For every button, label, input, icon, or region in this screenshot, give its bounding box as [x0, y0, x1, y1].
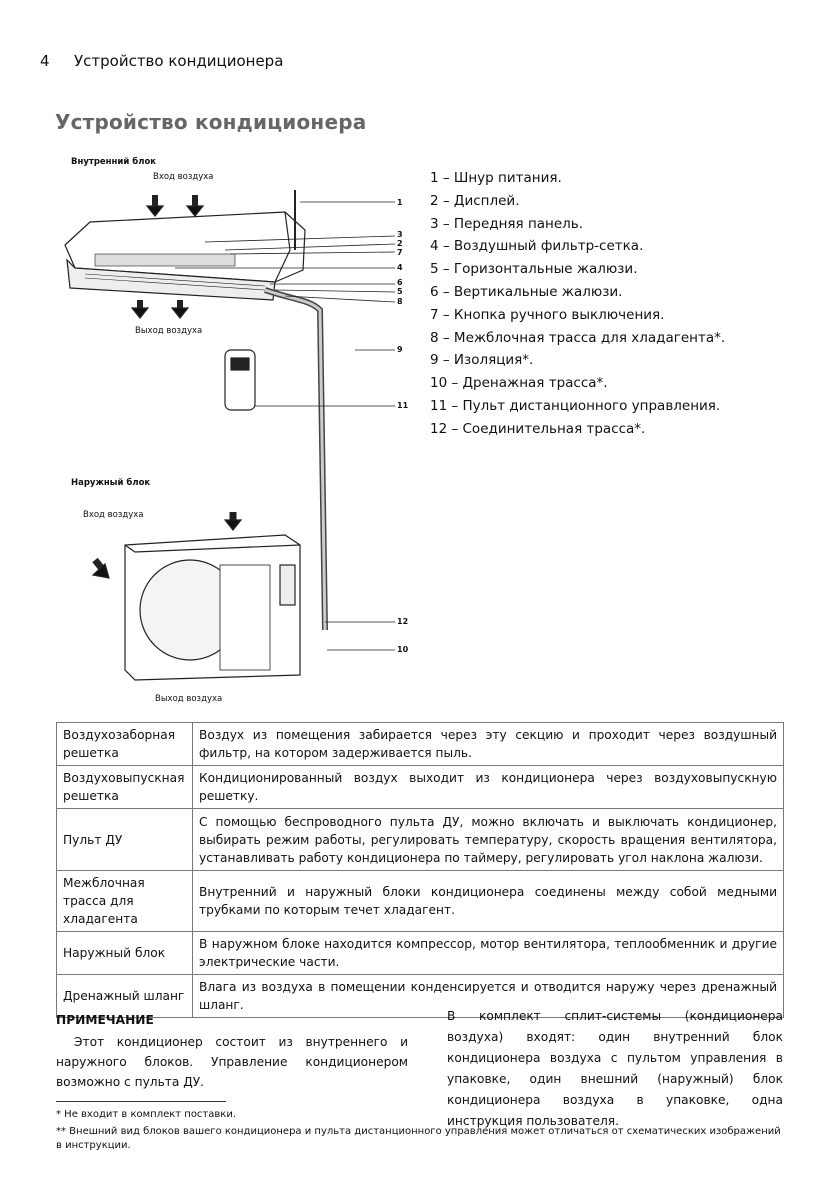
callout-7: 7 [397, 248, 403, 257]
table-row: Пульт ДУ С помощью беспроводного пульта … [56, 808, 784, 871]
callout-9: 9 [397, 345, 403, 354]
indoor-air-in-label: Вход воздуха [153, 172, 214, 182]
footnote-2: ** Внешний вид блоков вашего кондиционер… [56, 1126, 781, 1151]
page-header: 4 Устройство кондиционера [40, 52, 283, 70]
header-section: Устройство кондиционера [74, 52, 284, 70]
page-title: Устройство кондиционера [55, 110, 367, 134]
legend-item: 9 – Изоляция*. [430, 352, 534, 369]
legend-item: 10 – Дренажная трасса*. [430, 375, 608, 392]
callout-4: 4 [397, 263, 403, 272]
legend-item: 3 – Передняя панель. [430, 215, 584, 232]
table-key: Пульт ДУ [56, 808, 193, 871]
legend-item: 12 – Соединительная трасса*. [430, 420, 646, 437]
callout-5: 5 [397, 287, 403, 296]
legend-item: 2 – Дисплей. [430, 192, 520, 209]
legend-item: 1 – Шнур питания. [430, 170, 562, 186]
table-key: Межблочная трасса для хладагента [56, 870, 193, 932]
legend-item: 7 – Кнопка ручного выключения. [430, 306, 665, 323]
legend-item: 4 – Воздушный фильтр-сетка. [430, 238, 644, 255]
ac-diagram: Внутренний блок Вход воздуха Выход возду… [55, 150, 415, 710]
outdoor-air-in-label: Вход воздуха [83, 510, 144, 520]
table-value: В наружном блоке находится компрессор, м… [192, 931, 784, 975]
table-row: Наружный блок В наружном блоке находится… [56, 931, 784, 975]
outdoor-unit-label: Наружный блок [71, 478, 151, 488]
note-block: ПРИМЕЧАНИЕ Этот кондиционер состоит из в… [56, 1010, 408, 1092]
table-row: Межблочная трасса для хладагента Внутрен… [56, 870, 784, 932]
legend-item: 6 – Вертикальные жалюзи. [430, 283, 623, 300]
table-value: С помощью беспроводного пульта ДУ, можно… [192, 808, 784, 871]
table-value: Внутренний и наружный блоки кондиционера… [192, 870, 784, 932]
table-row: Воздухозаборная решетка Воздух из помеще… [56, 722, 784, 766]
ac-illustration [64, 190, 396, 681]
callout-3: 3 [397, 230, 403, 239]
callout-11: 11 [397, 401, 409, 410]
table-key: Воздуховыпускная решетка [56, 765, 193, 809]
table-key: Наружный блок [56, 931, 193, 975]
legend-item: 11 – Пульт дистанционного управления. [430, 397, 721, 414]
legend-item: 8 – Межблочная трасса для хладагента*. [430, 329, 726, 346]
table-value: Воздух из помещения забирается через эту… [192, 722, 784, 766]
outdoor-air-out-label: Выход воздуха [155, 694, 223, 704]
table-row: Воздуховыпускная решетка Кондиционирован… [56, 765, 784, 809]
note-heading: ПРИМЕЧАНИЕ [56, 1013, 154, 1027]
indoor-unit-label: Внутренний блок [71, 157, 157, 167]
kit-contents: В комплект сплит-системы (кондиционера в… [447, 1009, 783, 1128]
callout-2: 2 [397, 239, 403, 248]
callout-1: 1 [397, 198, 403, 207]
legend-item: 5 – Горизонтальные жалюзи. [430, 261, 638, 278]
callout-10: 10 [397, 645, 409, 654]
footnote-1: * Не входит в комплект поставки. [56, 1109, 236, 1120]
table-value: Кондиционированный воздух выходит из кон… [192, 765, 784, 809]
callout-6: 6 [397, 278, 403, 287]
parts-legend: 1 – Шнур питания. 2 – Дисплей. 3 – Перед… [430, 167, 725, 441]
table-row: Дренажный шланг Влага из воздуха в помещ… [56, 974, 784, 1018]
callout-12: 12 [397, 617, 409, 626]
footnote-divider [56, 1101, 226, 1102]
callout-8: 8 [397, 297, 403, 306]
components-table: Воздухозаборная решетка Воздух из помеще… [56, 722, 784, 1018]
table-key: Воздухозаборная решетка [56, 722, 193, 766]
indoor-air-out-label: Выход воздуха [135, 326, 203, 336]
table-value: Влага из воздуха в помещении конденсируе… [192, 974, 784, 1018]
table-key: Дренажный шланг [56, 974, 193, 1018]
page-number: 4 [40, 52, 50, 70]
note-text: Этот кондиционер состоит из внутреннего … [56, 1035, 408, 1089]
